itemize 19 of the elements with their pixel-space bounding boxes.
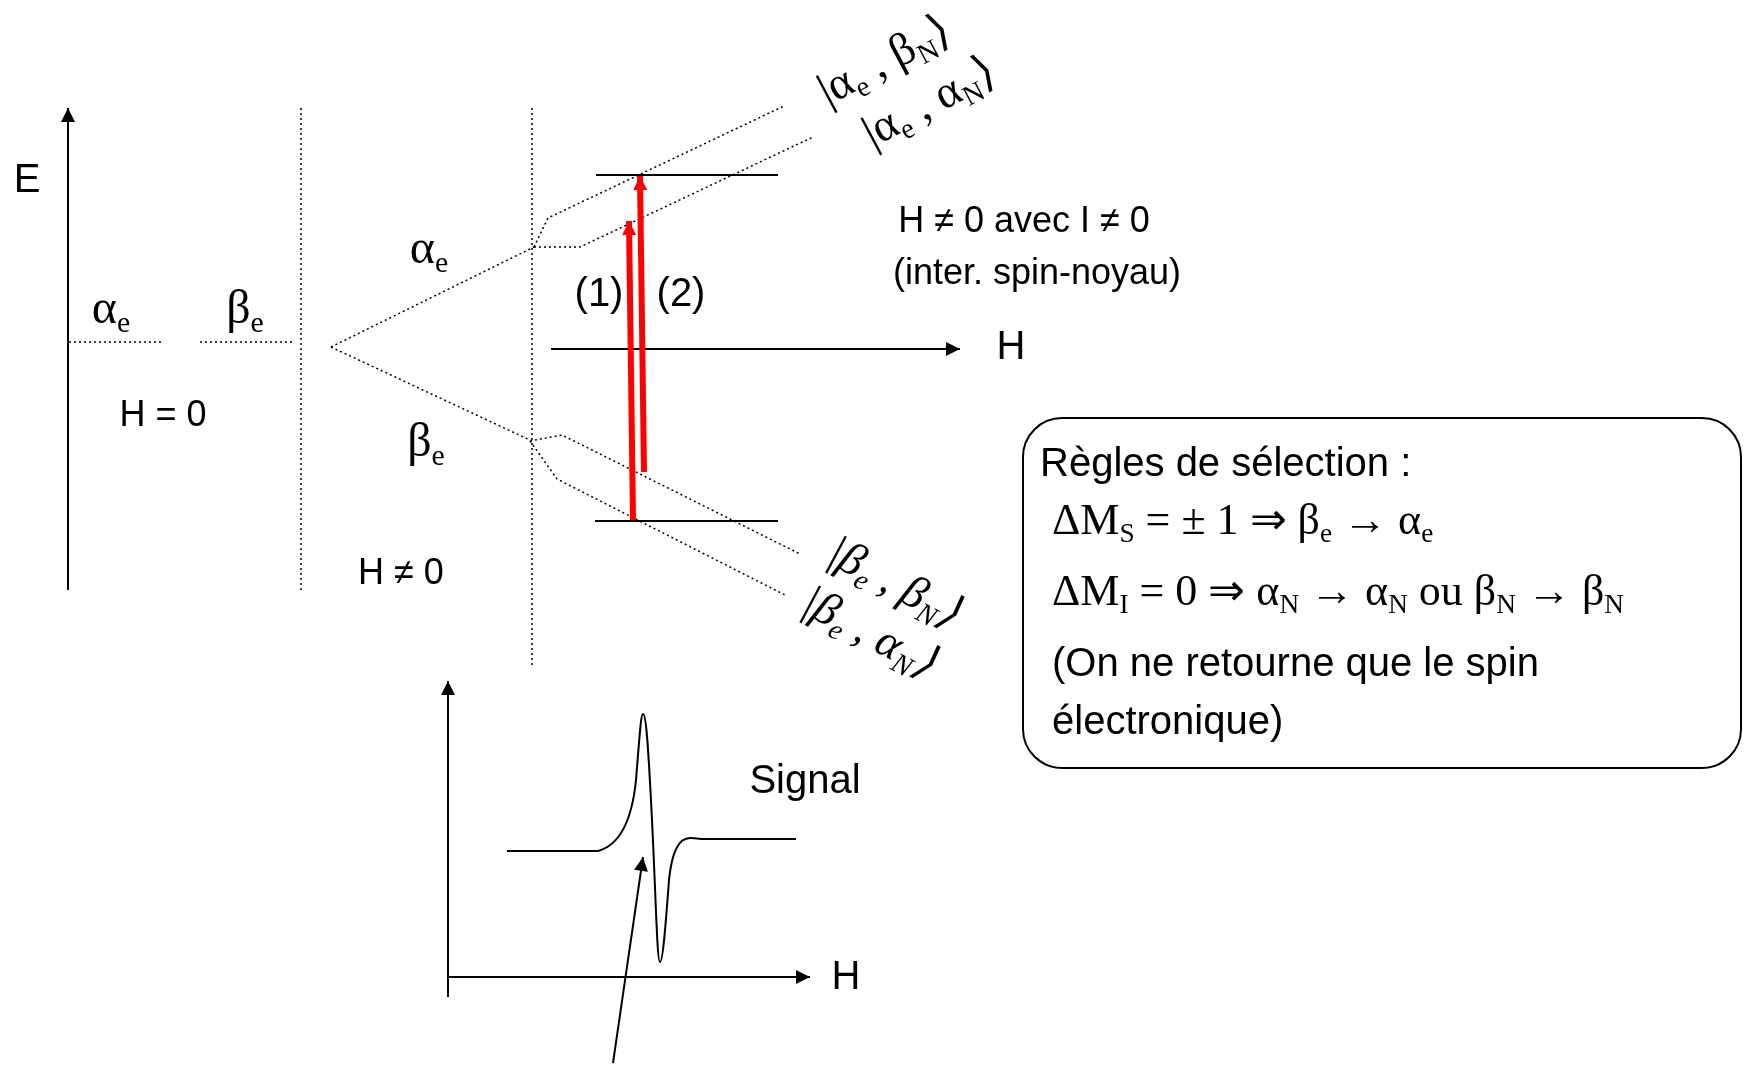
condition-label: H ≠ 0 [358, 554, 444, 590]
transition-number: (1) [574, 272, 624, 312]
spin-state-label: β$_{e}$ [407, 416, 445, 470]
condition-label: H ≠ 0 avec I ≠ 0 [898, 202, 1150, 238]
note-text: (On ne retourne que le spin électronique) [1051, 639, 1540, 745]
axis-label: H [831, 955, 861, 995]
condition-label: H = 0 [119, 396, 207, 432]
spin-state-label: β$_{e}$ [226, 283, 264, 337]
axis-label: E [13, 158, 41, 198]
spin-state-label: α$_{e}$ [409, 223, 449, 277]
condition-label: (inter. spin-noyau) [892, 254, 1182, 290]
rule-text: ΔM$_{S}$ = ± 1 ⇒ β$_{e}$ → α$_{e}$ [1051, 494, 1435, 551]
signal-label: Signal [749, 759, 861, 799]
transition-number: (2) [656, 272, 706, 312]
selection-rules-box [1022, 417, 1742, 769]
rules-heading: Règles de sélection : [1040, 439, 1413, 486]
spin-state-label: α$_{e}$ [91, 283, 131, 337]
rule-text: ΔM$_{I}$ = 0 ⇒ α$_{N}$ → α$_{N}$ ou β$_{N}$ → β$_{N}$ [1051, 565, 1626, 622]
axis-label: H [996, 325, 1026, 365]
